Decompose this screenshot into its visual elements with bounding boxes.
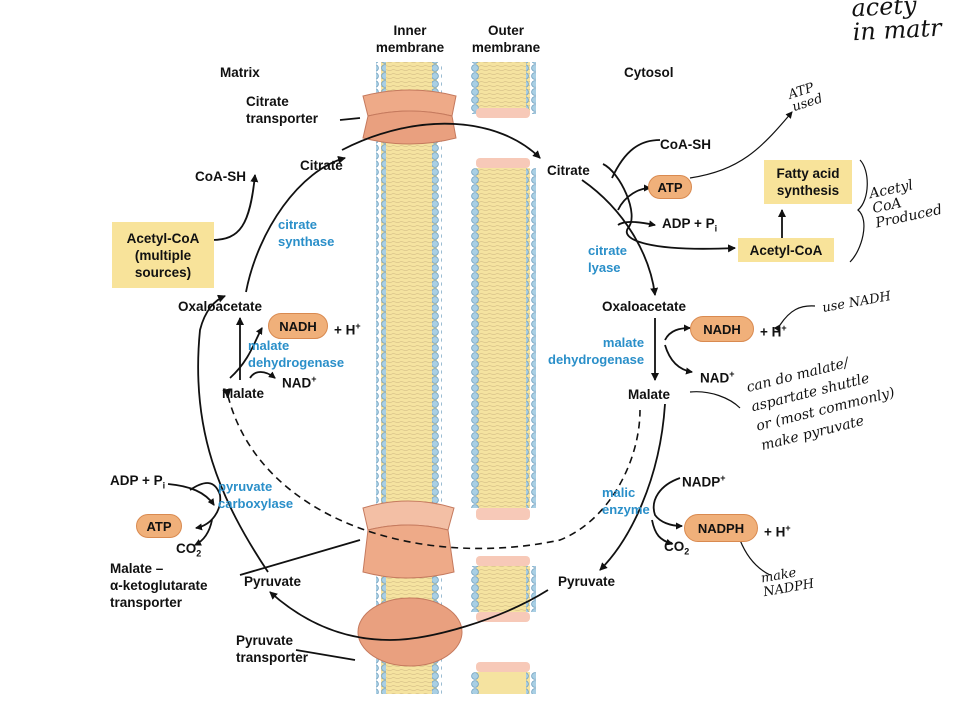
cytosol-malate-dh-label: malate dehydrogenase xyxy=(548,335,645,367)
matrix-nad: NAD+ xyxy=(282,374,317,391)
cytosol-atp-pill: ATP xyxy=(648,175,692,199)
pyruvate-carboxylase-label: pyruvate carboxylase xyxy=(218,479,294,511)
matrix-label: Matrix xyxy=(220,65,260,80)
cytosol-nadph-h-text: + H xyxy=(764,524,786,540)
matrix-malate: Malate xyxy=(222,386,265,401)
cytosol-acetylcoa-box: Acetyl-CoA xyxy=(738,238,834,262)
cytosol-co2-text: CO xyxy=(664,539,685,554)
cytosol-nadp: NADP+ xyxy=(682,473,726,490)
matrix-nadh-h-text: + H xyxy=(334,322,356,338)
malate-akg-transporter-label: Malate – α-ketoglutarate transporter xyxy=(110,561,208,610)
pyruvate-transporter-shape xyxy=(357,597,463,667)
matrix-adp-pi: ADP + Pi xyxy=(110,473,166,491)
cytosol-nadph: NADPH xyxy=(697,520,745,536)
dashed-malate-arrow xyxy=(222,388,641,550)
cytosol-atp: ATP xyxy=(657,179,683,195)
matrix-co2-text: CO xyxy=(176,541,197,556)
matrix-acetylcoa-box: Acetyl-CoA (multiple sources) xyxy=(112,222,214,288)
fatty-acid-synthesis: Fatty acid synthesis xyxy=(776,166,840,198)
cytosol-nadh-h: + H+ xyxy=(760,323,787,340)
matrix-malate-dh-label: malate dehydrogenase xyxy=(248,338,345,370)
cytosol-label: Cytosol xyxy=(624,65,674,80)
malate-akg-transporter-shape xyxy=(362,500,455,579)
cytosol-adp-pi: ADP + Pi xyxy=(662,216,718,234)
matrix-nadh: NADH xyxy=(279,318,317,334)
pathway-arrows xyxy=(167,117,786,661)
citrate-synthase-label: citrate synthase xyxy=(278,217,335,249)
citrate-transporter-label: Citrate transporter xyxy=(246,94,319,126)
matrix-nadh-h: + H+ xyxy=(334,321,361,338)
matrix-pyruvate: Pyruvate xyxy=(244,574,302,589)
hw-top-right: acety in matr xyxy=(850,0,943,47)
cytosol-nadh: NADH xyxy=(703,321,741,337)
matrix-oxaloacetate: Oxaloacetate xyxy=(178,299,263,314)
cytosol-nadh-pill: NADH xyxy=(690,316,754,342)
inner-membrane xyxy=(376,62,442,694)
cytosol-adp-pi-text: ADP + P xyxy=(662,216,715,231)
matrix-atp-pill: ATP xyxy=(136,514,182,538)
outer-membrane xyxy=(471,62,536,694)
cytosol-acetylcoa: Acetyl-CoA xyxy=(749,242,823,258)
matrix-citrate: Citrate xyxy=(300,158,343,173)
fatty-acid-box: Fatty acid synthesis xyxy=(764,160,852,204)
matrix-nadh-pill: NADH xyxy=(268,313,328,339)
cytosol-co2: CO2 xyxy=(664,539,690,557)
cytosol-nadph-h: + H+ xyxy=(764,523,791,540)
matrix-co2: CO2 xyxy=(176,541,202,559)
cytosol-nadph-pill: NADPH xyxy=(684,514,758,542)
pyruvate-transporter-label: Pyruvate transporter xyxy=(236,633,309,665)
handwritten-strokes xyxy=(689,111,868,576)
malic-enzyme-label: malic enzyme xyxy=(602,485,650,517)
cytosol-nadp-text: NADP xyxy=(682,474,721,490)
outer-membrane-title: Outer membrane xyxy=(471,23,541,55)
matrix-nad-text: NAD xyxy=(282,375,312,391)
cytosol-nad: NAD+ xyxy=(700,369,735,386)
cytosol-citrate: Citrate xyxy=(547,163,590,178)
cytosol-nadh-h-text: + H xyxy=(760,324,782,340)
citrate-lyase-label: citrate lyase xyxy=(588,243,628,275)
matrix-atp: ATP xyxy=(146,518,172,534)
cytosol-coash: CoA-SH xyxy=(660,137,711,152)
cytosol-malate: Malate xyxy=(628,387,671,402)
matrix-coash: CoA-SH xyxy=(195,169,246,184)
matrix-acetylcoa: Acetyl-CoA (multiple sources) xyxy=(126,230,200,280)
matrix-adp-pi-text: ADP + P xyxy=(110,473,163,488)
cytosol-pyruvate: Pyruvate xyxy=(558,574,616,589)
inner-membrane-title: Inner membrane xyxy=(375,23,445,55)
cytosol-nad-text: NAD xyxy=(700,370,730,386)
cytosol-oxaloacetate: Oxaloacetate xyxy=(602,299,687,314)
